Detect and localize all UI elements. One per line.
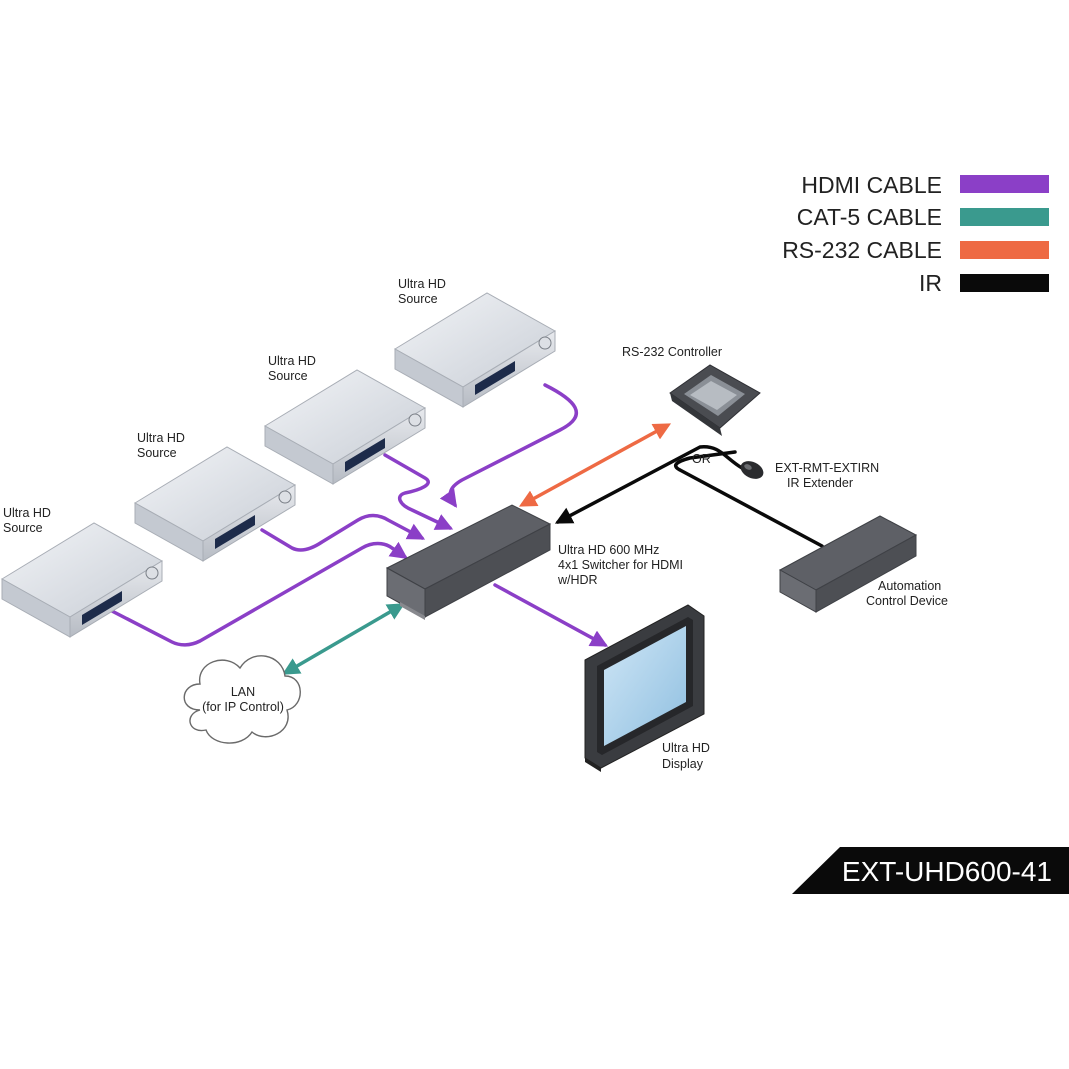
model-number: EXT-UHD600-41 — [842, 856, 1052, 887]
legend-label-rs232: RS-232 CABLE — [782, 237, 942, 263]
rs232-controller-device — [669, 364, 761, 436]
source-label-2-line1: Ultra HD — [137, 431, 185, 445]
display-label-line2: Display — [662, 757, 704, 771]
legend-swatch-hdmi — [960, 175, 1049, 193]
ir-extender-label-line2: IR Extender — [787, 476, 853, 490]
automation-label-line2: Control Device — [866, 594, 948, 608]
hdmi-cables — [108, 383, 609, 647]
controller-label: RS-232 Controller — [622, 345, 722, 359]
legend-label-ir: IR — [919, 270, 942, 296]
or-label: OR — [692, 452, 711, 466]
automation-label-line1: Automation — [878, 579, 941, 593]
source-label-3-line2: Source — [268, 369, 308, 383]
ir-extender-label-line1: EXT-RMT-EXTIRN — [775, 461, 879, 475]
legend-item-rs232: RS-232 CABLE — [782, 237, 1049, 263]
cat5-cable — [281, 603, 406, 675]
legend-item-ir: IR — [919, 270, 1049, 296]
legend-item-hdmi: HDMI CABLE — [801, 172, 1049, 198]
rs232-cable — [518, 423, 672, 507]
source-label-4-line2: Source — [398, 292, 438, 306]
switcher-label-line3: w/HDR — [557, 573, 598, 587]
switcher-label-line2: 4x1 Switcher for HDMI — [558, 558, 683, 572]
source-device-4 — [394, 292, 556, 408]
source-device-2 — [134, 446, 296, 562]
lan-cloud — [183, 655, 301, 744]
model-badge: EXT-UHD600-41 — [792, 847, 1069, 894]
legend-item-cat5: CAT-5 CABLE — [797, 204, 1049, 230]
source-label-3-line1: Ultra HD — [268, 354, 316, 368]
automation-label: Automation Control Device — [866, 579, 948, 608]
ir-extender-device — [740, 461, 764, 479]
source-label-2: Ultra HD Source — [137, 431, 185, 460]
lan-label: LAN (for IP Control) — [202, 685, 284, 714]
legend-label-hdmi: HDMI CABLE — [801, 172, 942, 198]
ir-cables — [554, 445, 824, 548]
switcher-label: Ultra HD 600 MHz 4x1 Switcher for HDMI w… — [557, 543, 683, 587]
hdmi-cable-source-1 — [108, 541, 408, 647]
hdmi-cable-source-2 — [260, 513, 426, 552]
source-device-1 — [1, 522, 163, 638]
automation-control-device — [778, 515, 918, 613]
lan-label-line2: (for IP Control) — [202, 700, 284, 714]
legend-swatch-cat5 — [960, 208, 1049, 226]
source-device-3 — [264, 369, 426, 485]
ir-extender-label: EXT-RMT-EXTIRN IR Extender — [775, 461, 879, 490]
source-label-1-line2: Source — [3, 521, 43, 535]
source-label-1-line1: Ultra HD — [3, 506, 51, 520]
legend: HDMI CABLE CAT-5 CABLE RS-232 CABLE IR — [782, 172, 1049, 296]
source-label-3: Ultra HD Source — [268, 354, 316, 383]
display-label-line1: Ultra HD — [662, 741, 710, 755]
source-label-4: Ultra HD Source — [398, 277, 446, 306]
legend-swatch-rs232 — [960, 241, 1049, 259]
hdmi-cable-display — [493, 583, 609, 647]
source-label-4-line1: Ultra HD — [398, 277, 446, 291]
display-label: Ultra HD Display — [662, 741, 710, 771]
source-label-1: Ultra HD Source — [3, 506, 51, 535]
switcher-label-line1: Ultra HD 600 MHz — [558, 543, 659, 557]
legend-label-cat5: CAT-5 CABLE — [797, 204, 942, 230]
ultra-hd-display — [584, 604, 705, 772]
legend-swatch-ir — [960, 274, 1049, 292]
ir-cable-automation — [673, 450, 824, 548]
switcher-device — [385, 504, 552, 620]
source-label-2-line2: Source — [137, 446, 177, 460]
lan-label-line1: LAN — [231, 685, 255, 699]
hdmi-cable-source-3 — [383, 453, 454, 530]
ir-cable-to-switcher — [554, 445, 744, 524]
